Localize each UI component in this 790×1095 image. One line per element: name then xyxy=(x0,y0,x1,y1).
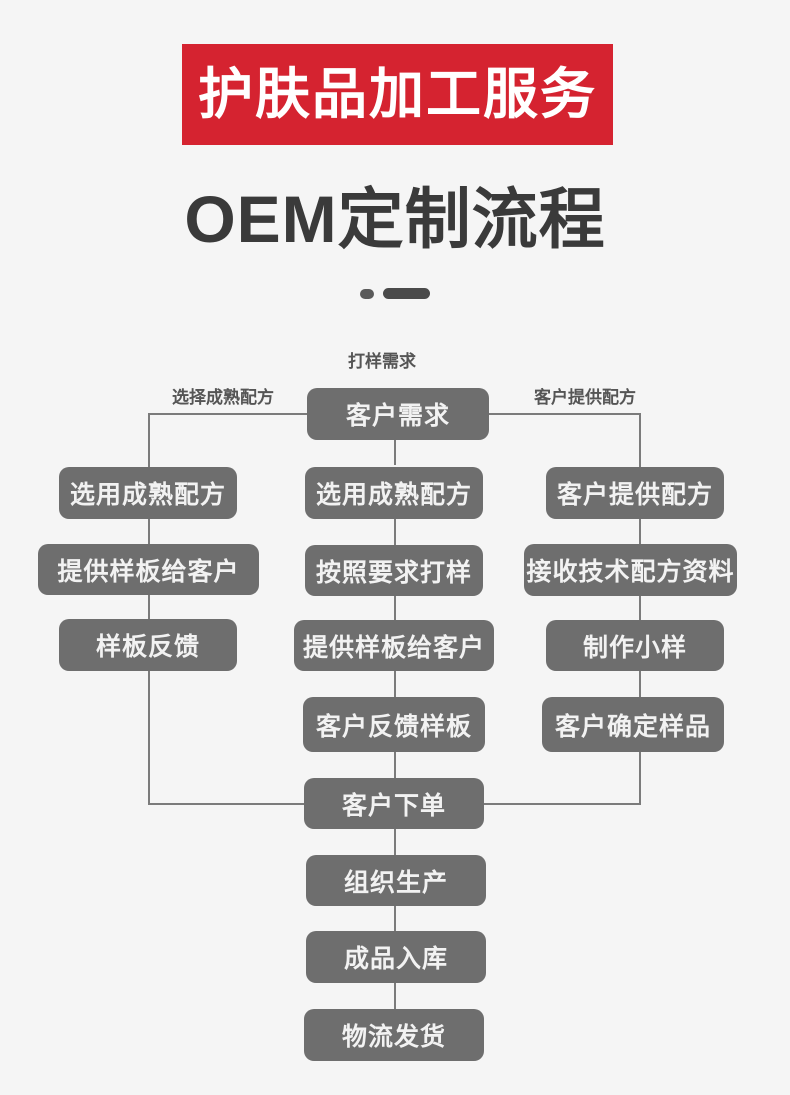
header-banner: 护肤品加工服务 xyxy=(182,44,613,145)
connector-right-to-merge xyxy=(484,803,641,805)
divider-dot-icon xyxy=(360,288,374,299)
connector-tail-1 xyxy=(394,829,396,855)
node-right-3[interactable]: 制作小样 xyxy=(546,620,724,671)
branch-label-center: 打样需求 xyxy=(348,352,416,371)
node-left-2[interactable]: 提供样板给客户 xyxy=(38,544,259,595)
connector-center-1 xyxy=(394,519,396,545)
connector-left-to-merge xyxy=(148,803,306,805)
node-center-1[interactable]: 选用成熟配方 xyxy=(305,467,483,519)
connector-root-down xyxy=(394,440,396,465)
branch-label-left: 选择成熟配方 xyxy=(172,388,274,407)
connector-center-2 xyxy=(394,596,396,620)
connector-tail-2 xyxy=(394,906,396,931)
node-center-2[interactable]: 按照要求打样 xyxy=(305,545,483,596)
connector-tail-3 xyxy=(394,983,396,1009)
node-right-2[interactable]: 接收技术配方资料 xyxy=(524,544,737,596)
node-tail-3[interactable]: 物流发货 xyxy=(304,1009,484,1061)
connector-center-4 xyxy=(394,752,396,778)
node-right-4[interactable]: 客户确定样品 xyxy=(542,697,724,752)
connector-right-1 xyxy=(639,519,641,544)
node-root-customer-requirement[interactable]: 客户需求 xyxy=(307,388,489,440)
node-left-1[interactable]: 选用成熟配方 xyxy=(59,467,237,519)
node-center-3[interactable]: 提供样板给客户 xyxy=(294,620,494,671)
connector-right-3 xyxy=(639,671,641,697)
node-center-4[interactable]: 客户反馈样板 xyxy=(303,697,485,752)
branch-label-right: 客户提供配方 xyxy=(534,388,636,407)
page-title: OEM定制流程 xyxy=(184,182,606,256)
node-right-1[interactable]: 客户提供配方 xyxy=(546,467,724,519)
connector-right-2 xyxy=(639,596,641,620)
node-tail-2[interactable]: 成品入库 xyxy=(306,931,486,983)
node-left-3[interactable]: 样板反馈 xyxy=(59,619,237,671)
connector-root-left xyxy=(148,413,308,415)
title-divider xyxy=(0,288,790,299)
banner-title: 护肤品加工服务 xyxy=(197,63,597,125)
connector-left-1 xyxy=(148,519,150,544)
divider-dash-icon xyxy=(383,288,430,299)
node-merge-place-order[interactable]: 客户下单 xyxy=(304,778,484,829)
connector-root-right xyxy=(489,413,641,415)
connector-left-2 xyxy=(148,595,150,619)
connector-center-3 xyxy=(394,671,396,697)
node-tail-1[interactable]: 组织生产 xyxy=(306,855,486,906)
